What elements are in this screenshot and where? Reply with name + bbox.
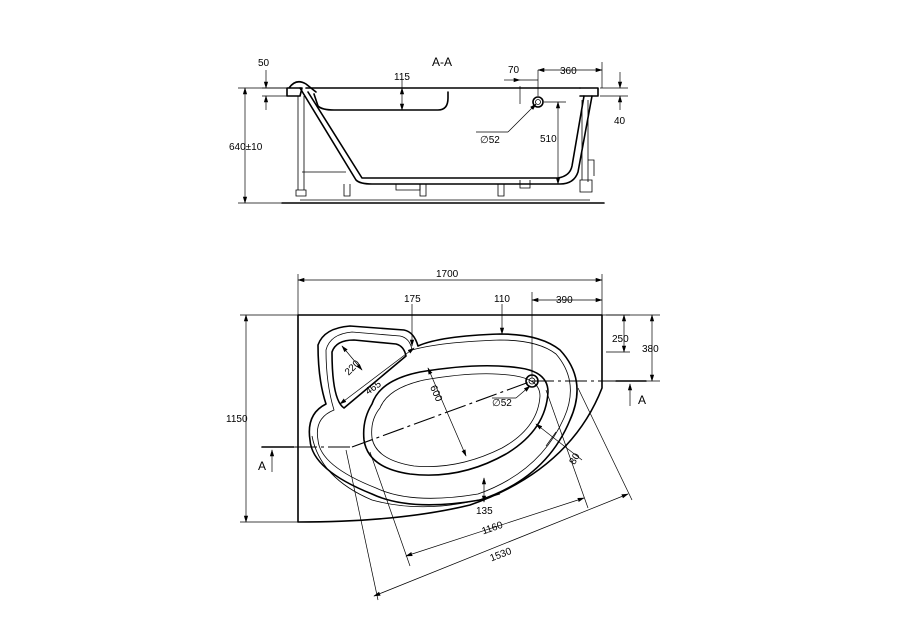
frame-left [295, 96, 346, 197]
drain [395, 184, 421, 191]
basin-bottom [362, 364, 549, 476]
dim-rim-offset: 80 [535, 423, 583, 467]
dim-inner-length: 1160 [369, 389, 589, 567]
rim-left [286, 80, 317, 97]
cut-marker-left: A [258, 446, 295, 473]
dim-seat-length-label: 465 [364, 379, 384, 398]
tub-shell-outer [299, 87, 593, 185]
dim-rim-width-label: 50 [258, 58, 270, 69]
dim-height-label: 640±10 [229, 142, 263, 153]
dim-step-depth-label: 115 [394, 72, 410, 83]
dim-drain-y-inner: 250 [606, 314, 630, 353]
overflow-hole-inner [535, 99, 541, 105]
dim-rim-offset-label: 80 [568, 451, 583, 467]
plan-leader-overflow-diameter-label: ∅52 [492, 398, 512, 409]
dim-rim-height: 40 [600, 72, 628, 127]
dim-length-label: 1700 [436, 269, 459, 280]
dim-overflow-height-label: 510 [540, 134, 557, 145]
dim-top-offset-label: 110 [494, 294, 510, 305]
leader-overflow-diameter-label: ∅52 [480, 135, 500, 146]
basin-outer [308, 325, 578, 506]
dim-drain-y-outer-label: 380 [642, 344, 659, 355]
dim-length: 1700 [297, 269, 603, 315]
cut-marker-left-label: A [258, 459, 266, 473]
tub-step [313, 91, 449, 111]
dim-inner-length-label: 1160 [480, 520, 504, 538]
dim-overflow-height: 510 [540, 101, 566, 185]
dim-step-depth: 115 [394, 72, 410, 111]
dim-seat-width: 220 [341, 345, 363, 378]
dim-drain-x-label: 390 [556, 295, 573, 306]
dim-drain-y-inner-label: 250 [612, 334, 629, 345]
dim-width-label: 1150 [226, 414, 248, 425]
dim-inner-width-label: 600 [427, 384, 444, 404]
section-label: A-A [432, 55, 452, 69]
plan-view: A A 1700 175 110 390 [226, 269, 660, 601]
dim-rim-height-label: 40 [614, 116, 626, 127]
dim-drain-distance-label: 360 [560, 66, 577, 77]
basin-rim-2 [316, 331, 571, 499]
dim-drain-offset: 70 [504, 65, 539, 104]
dim-outer-length: 1530 [345, 387, 633, 601]
dim-head-offset-label: 175 [404, 294, 421, 305]
rim-right [579, 87, 599, 97]
dim-bottom-offset-label: 135 [476, 506, 493, 517]
leader-overflow-diameter: ∅52 [476, 103, 537, 146]
dim-seat-width-label: 220 [343, 358, 363, 378]
dim-top-offset: 110 [494, 294, 510, 335]
dim-head-offset: 175 [404, 294, 421, 347]
plan-leader-overflow-diameter: ∅52 [492, 385, 531, 409]
section-view: A-A 50 [229, 55, 628, 204]
dim-drain-x: 390 [531, 292, 603, 378]
dim-drain-y-outer: 380 [602, 314, 660, 382]
dim-drain-distance: 360 [537, 62, 603, 88]
overflow-hole [532, 96, 544, 108]
cut-marker-right-label: A [638, 393, 646, 407]
feet [343, 180, 531, 197]
dim-rim-width: 50 [258, 58, 292, 110]
cut-marker-right: A [615, 380, 647, 407]
dim-width: 1150 [226, 314, 298, 523]
dim-drain-offset-label: 70 [508, 65, 520, 76]
dim-height: 640±10 [229, 87, 300, 204]
frame-right [579, 100, 595, 193]
